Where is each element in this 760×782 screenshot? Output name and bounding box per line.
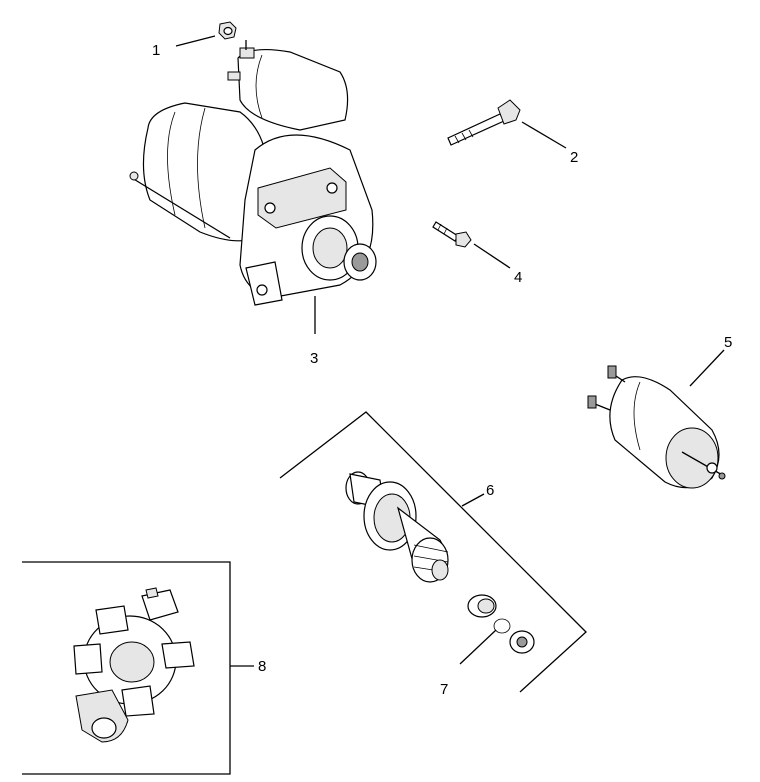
callout-4: 4: [514, 269, 522, 286]
inset-box-part-8: [22, 561, 231, 775]
leader-line-4: [473, 243, 511, 269]
leader-line-7: [459, 629, 497, 665]
starter-motor-assembly-part-3: [129, 40, 377, 306]
callout-3: 3: [310, 350, 318, 367]
callout-8: 8: [258, 658, 266, 675]
callout-5: 5: [724, 334, 732, 351]
screw-part-4: [432, 221, 472, 248]
callout-2: 2: [570, 149, 578, 166]
nut-part-1: [218, 21, 237, 40]
solenoid-part-5: [587, 365, 726, 489]
callout-1: 1: [152, 42, 160, 59]
callout-7: 7: [440, 681, 448, 698]
drive-pinion-part-6: [345, 471, 449, 583]
retainer-set-part-7: [467, 594, 535, 654]
callout-6: 6: [486, 482, 494, 499]
bolt-part-2: [447, 99, 521, 146]
leader-line-6: [461, 493, 485, 507]
brush-holder-part-8: [73, 587, 195, 743]
bracket-part-6: [279, 411, 587, 693]
leader-line-5: [689, 349, 725, 387]
leader-line-1: [175, 35, 216, 47]
leader-line-2: [521, 121, 567, 149]
